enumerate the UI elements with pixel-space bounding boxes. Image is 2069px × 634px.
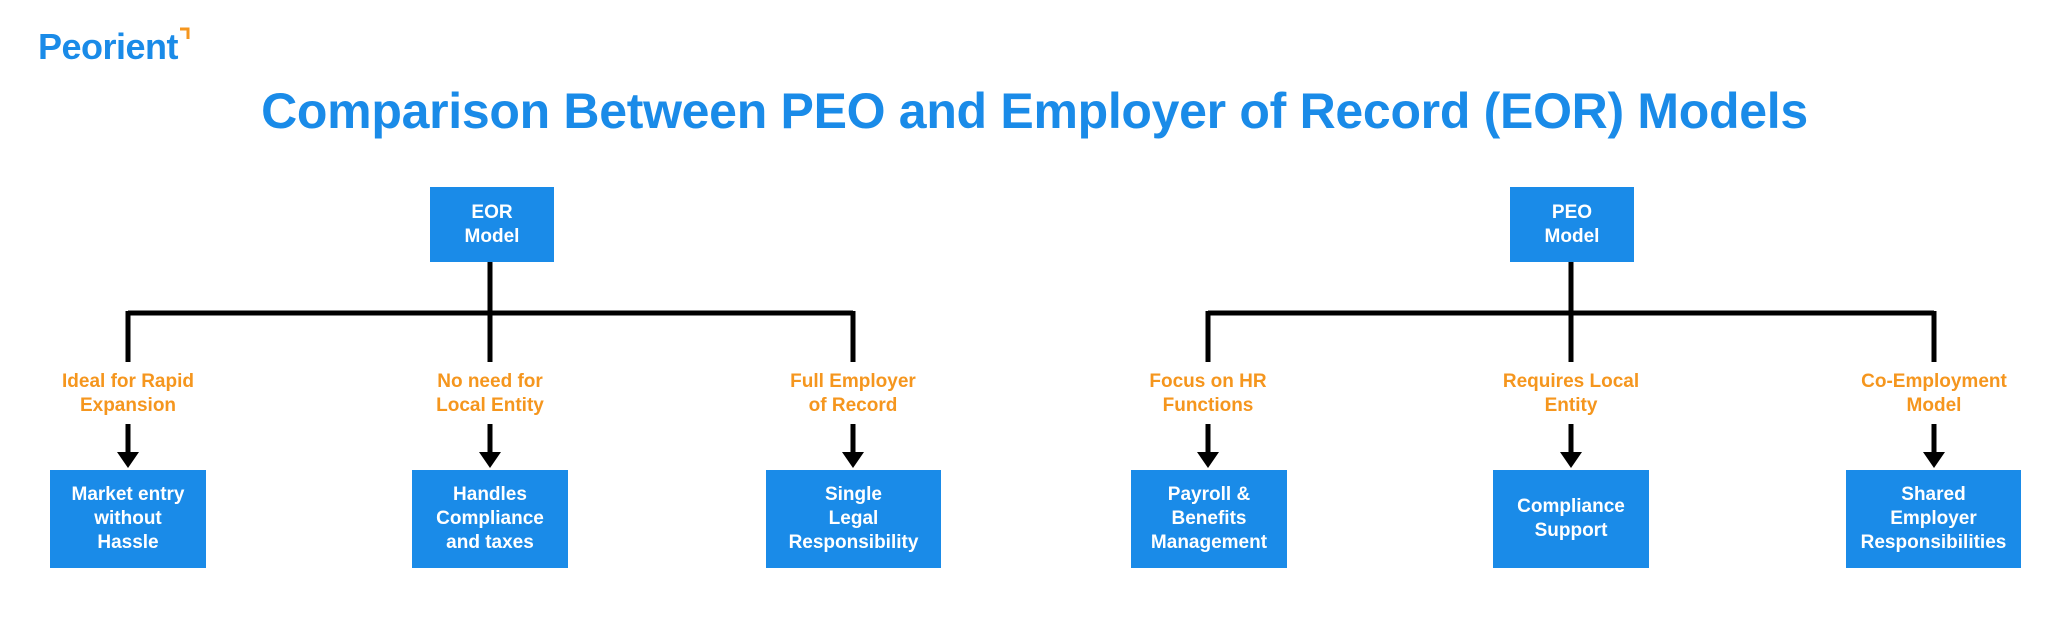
peo-arrow-3 [1923,424,1945,468]
peo-label-2: Requires Local Entity [1502,371,1640,416]
eor-box-1: Market entry without Hassle [50,470,206,568]
logo-accent-icon [180,27,190,39]
eor-label-1: Ideal for Rapid Expansion [62,371,194,416]
eor-arrow-3 [842,424,864,468]
eor-box-3: Single Legal Responsibility [766,470,941,568]
eor-model-node: EOR Model [430,187,554,262]
peo-box-3: Shared Employer Responsibilities [1846,470,2021,568]
eor-arrow-1 [117,424,139,468]
eor-arrow-2 [479,424,501,468]
peo-box-1: Payroll & Benefits Management [1131,470,1287,568]
page-title: Comparison Between PEO and Employer of R… [261,83,1808,139]
peo-arrow-1 [1197,424,1219,468]
eor-box-2: Handles Compliance and taxes [412,470,568,568]
eor-label-3: Full Employer of Record [790,371,916,416]
brand-logo: Peorient [38,26,179,67]
eor-label-2: No need for Local Entity [436,371,544,416]
peo-model-node: PEO Model [1510,187,1634,262]
peo-label-1: Focus on HR Functions [1149,371,1267,416]
peo-arrow-2 [1560,424,1582,468]
peo-label-3: Co-Employment Model [1861,371,2007,416]
peo-box-2: Compliance Support [1493,470,1649,568]
